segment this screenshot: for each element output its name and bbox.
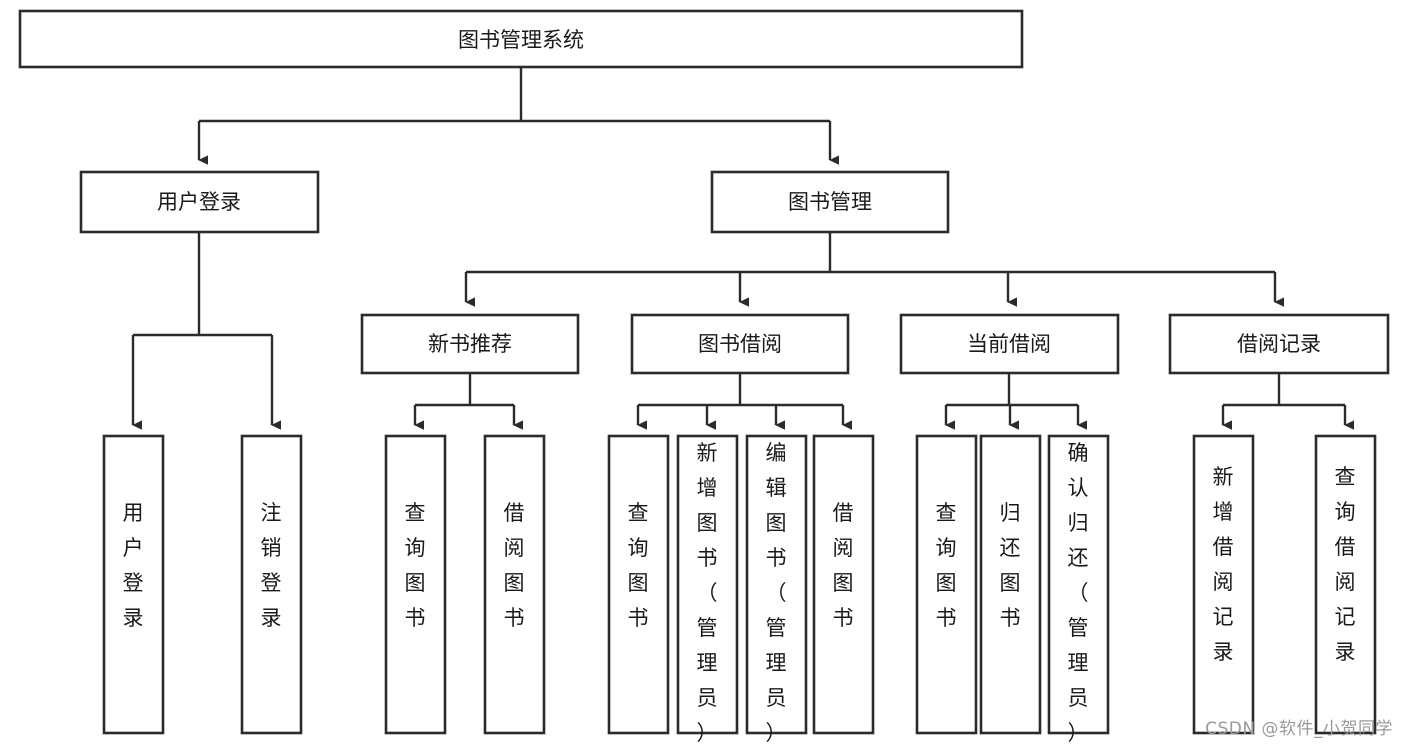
node-current-borrow-box[interactable] (899, 313, 1120, 375)
node-book-borrow-box[interactable] (630, 313, 850, 375)
node-borrow-record-label: 借阅记录 (1237, 332, 1321, 356)
node-current-borrow[interactable]: 当前借阅 (899, 313, 1120, 375)
node-leaf-query-book-2-label: 查询图书 (628, 501, 649, 630)
node-leaf-return-book[interactable]: 归还图书 (979, 434, 1042, 735)
node-leaf-borrow-book-2-label: 借阅图书 (833, 501, 854, 630)
node-leaf-edit-book[interactable]: 编辑图书（管理员） (745, 434, 808, 745)
node-new-book-rec-label: 新书推荐 (428, 332, 512, 356)
node-book-borrow[interactable]: 图书借阅 (630, 313, 850, 375)
node-leaf-confirm-return-box[interactable] (1047, 434, 1110, 735)
node-leaf-query-book-1-label: 查询图书 (405, 501, 426, 630)
node-leaf-confirm-return-label: 确认归还（管理员） (1068, 441, 1089, 745)
node-leaf-query-book-1[interactable]: 查询图书 (384, 434, 447, 735)
node-leaf-add-record-label: 新增借阅记录 (1213, 465, 1234, 664)
edge-group-new-book-rec-to-leaves (413, 373, 523, 430)
node-root-box[interactable] (18, 9, 1024, 69)
edge-group-book-manage-to-level2 (464, 232, 1284, 307)
node-leaf-borrow-book-1-label: 借阅图书 (504, 501, 525, 630)
node-leaf-add-book-label: 新增图书（管理员） (697, 441, 718, 745)
edge-group-borrow-record-to-leaves (1221, 373, 1354, 430)
node-leaf-user-logout[interactable]: 注销登录 (240, 434, 303, 735)
node-leaf-add-record[interactable]: 新增借阅记录 (1192, 434, 1255, 735)
node-user-login[interactable]: 用户登录 (79, 170, 320, 234)
node-book-manage[interactable]: 图书管理 (710, 170, 950, 234)
node-user-login-box[interactable] (79, 170, 320, 234)
node-book-borrow-label: 图书借阅 (698, 332, 782, 356)
node-leaf-query-record[interactable]: 查询借阅记录 (1314, 434, 1377, 735)
node-leaf-query-book-3-label: 查询图书 (936, 501, 957, 630)
node-new-book-rec-box[interactable] (360, 313, 580, 375)
csdn-watermark: CSDN @软件_小贺同学 (1205, 719, 1393, 739)
node-leaf-query-record-label: 查询借阅记录 (1335, 465, 1356, 664)
node-leaf-query-book-2[interactable]: 查询图书 (607, 434, 670, 735)
node-book-manage-label: 图书管理 (788, 190, 872, 214)
node-leaf-user-logout-box[interactable] (240, 434, 303, 735)
node-new-book-rec[interactable]: 新书推荐 (360, 313, 580, 375)
node-leaf-query-book-3-box[interactable] (915, 434, 978, 735)
node-book-manage-box[interactable] (710, 170, 950, 234)
node-leaf-edit-book-label: 编辑图书（管理员） (766, 441, 787, 745)
node-leaf-query-book-3[interactable]: 查询图书 (915, 434, 978, 735)
node-root-label: 图书管理系统 (458, 28, 584, 52)
edge-group-user-login-to-leaves (131, 232, 281, 430)
node-leaf-user-logout-label: 注销登录 (261, 501, 282, 630)
node-leaf-borrow-book-1[interactable]: 借阅图书 (483, 434, 546, 735)
node-borrow-record[interactable]: 借阅记录 (1168, 313, 1390, 375)
node-leaf-borrow-book-2-box[interactable] (812, 434, 875, 735)
node-leaf-query-book-1-box[interactable] (384, 434, 447, 735)
node-leaf-user-login[interactable]: 用户登录 (102, 434, 165, 735)
node-leaf-return-book-label: 归还图书 (1000, 501, 1021, 630)
node-leaf-add-book[interactable]: 新增图书（管理员） (676, 434, 739, 745)
node-root-book-management-system[interactable]: 图书管理系统 (18, 9, 1024, 69)
node-leaf-borrow-book-2[interactable]: 借阅图书 (812, 434, 875, 735)
node-leaf-return-book-box[interactable] (979, 434, 1042, 735)
node-current-borrow-label: 当前借阅 (967, 332, 1051, 356)
node-leaf-edit-book-box[interactable] (745, 434, 808, 735)
node-user-login-label: 用户登录 (157, 190, 241, 214)
node-leaf-query-book-2-box[interactable] (607, 434, 670, 735)
node-leaf-user-login-box[interactable] (102, 434, 165, 735)
node-leaf-query-record-box[interactable] (1314, 434, 1377, 735)
edge-group-root-to-level1 (197, 67, 839, 165)
node-leaf-add-record-box[interactable] (1192, 434, 1255, 735)
node-leaf-user-login-label: 用户登录 (123, 501, 144, 630)
node-leaf-borrow-book-1-box[interactable] (483, 434, 546, 735)
node-leaf-add-book-box[interactable] (676, 434, 739, 735)
node-borrow-record-box[interactable] (1168, 313, 1390, 375)
edge-group-current-borrow-to-leaves (944, 373, 1087, 430)
node-leaf-confirm-return[interactable]: 确认归还（管理员） (1047, 434, 1110, 745)
edge-group-book-borrow-to-leaves (636, 373, 852, 430)
